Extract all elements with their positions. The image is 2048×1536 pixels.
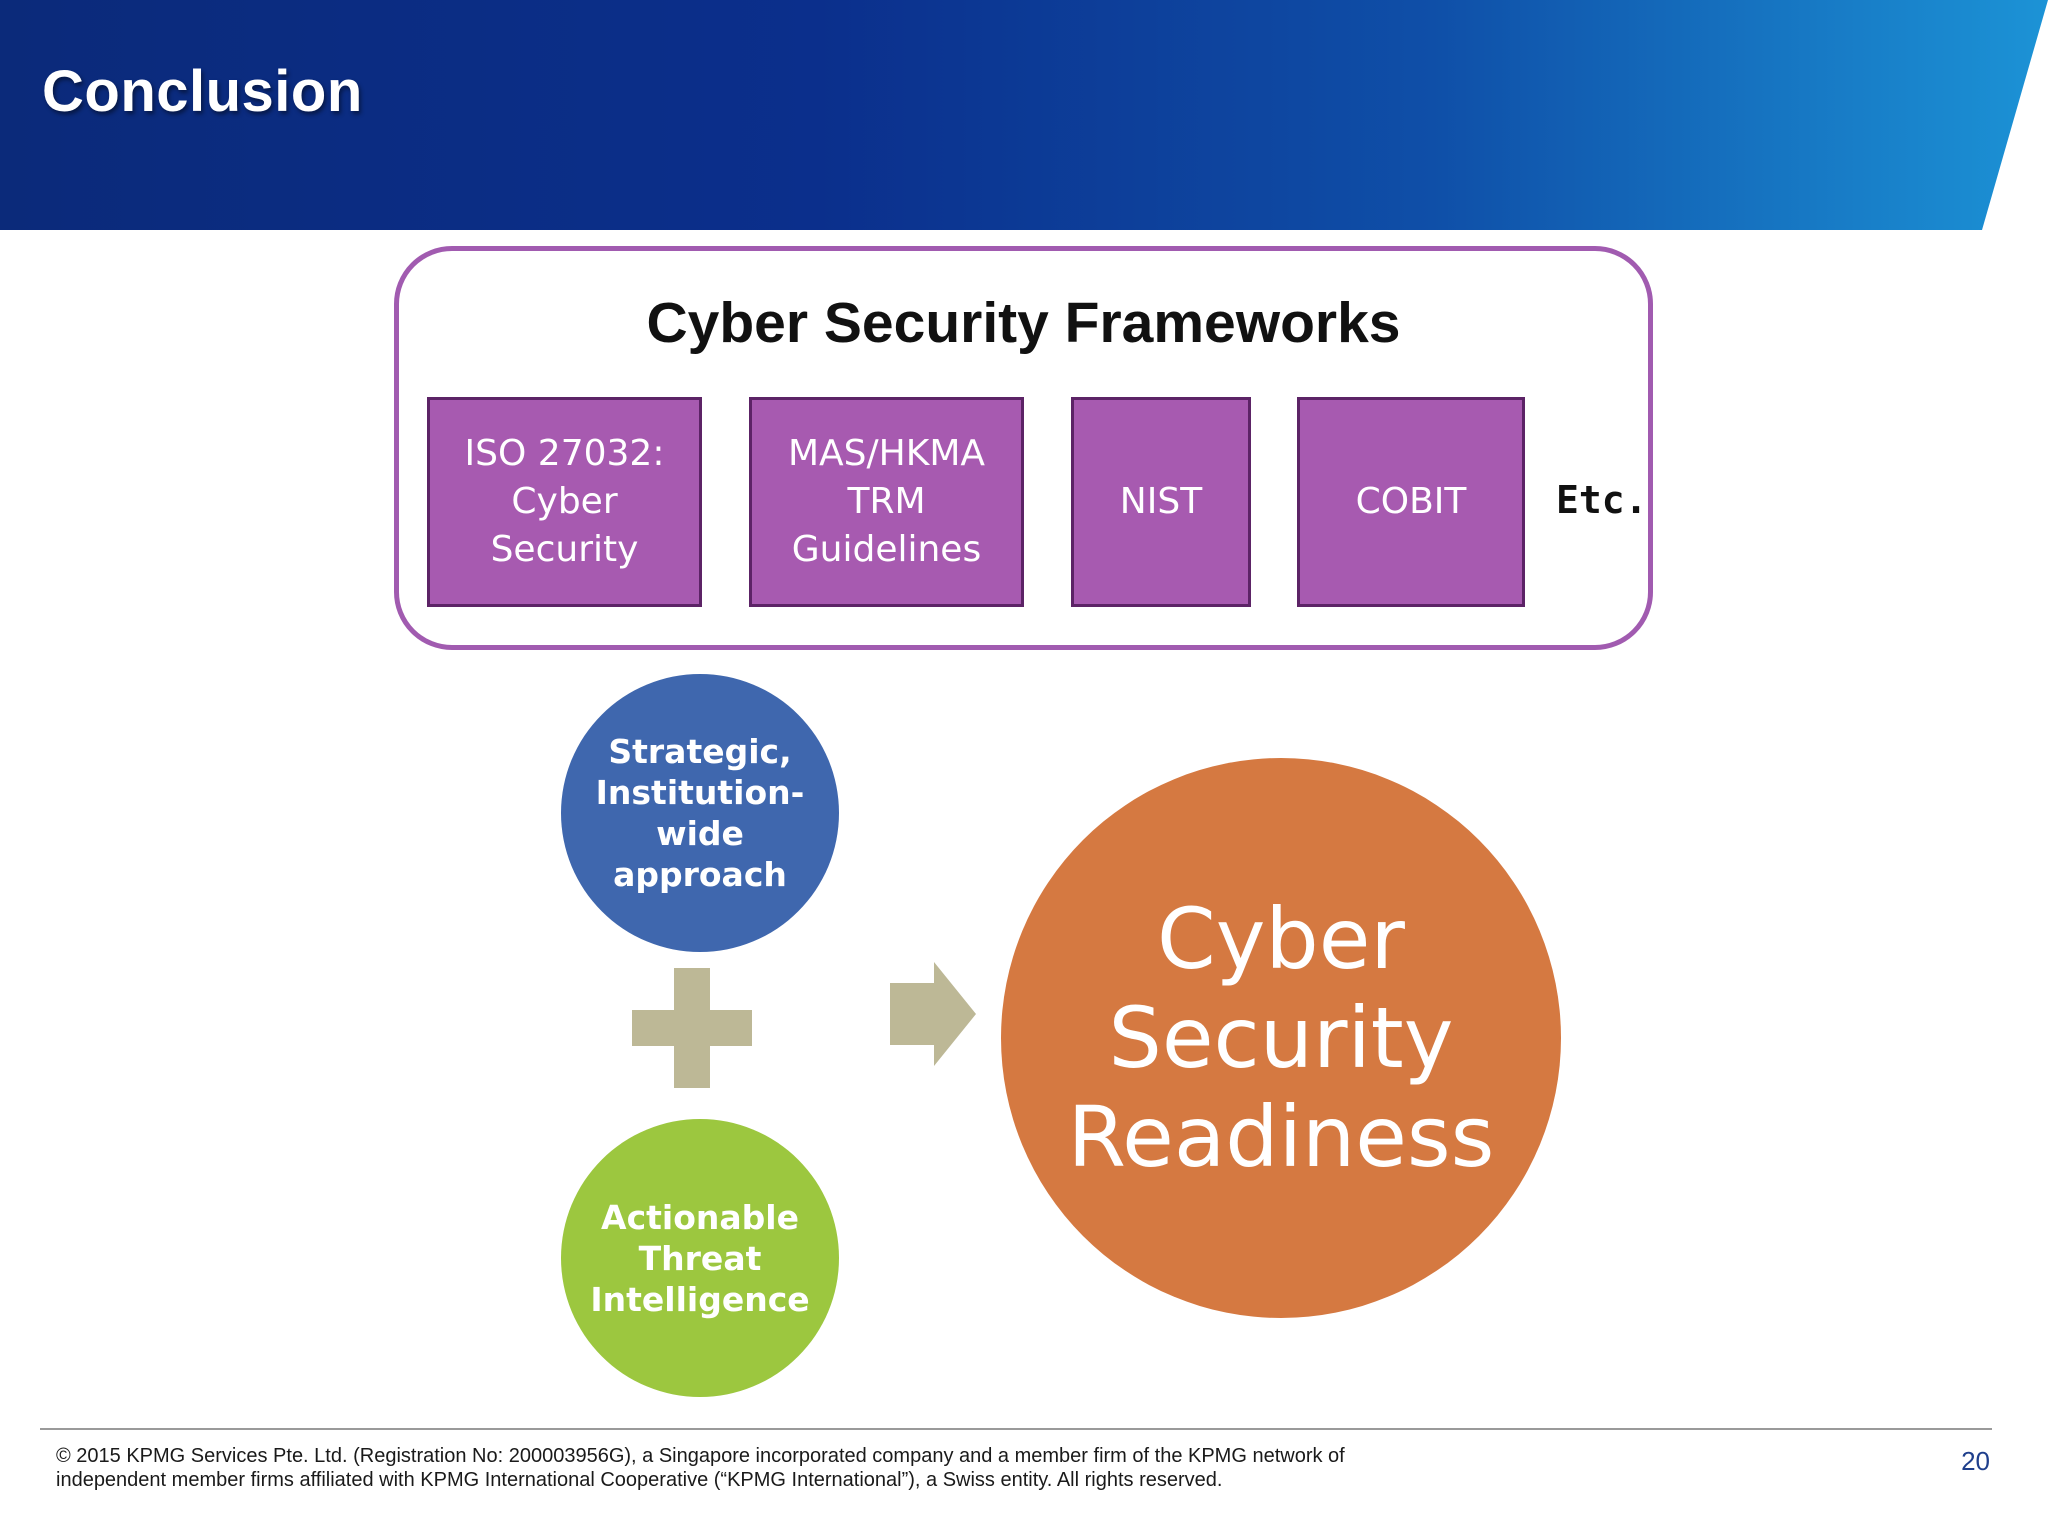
arrow-right-icon xyxy=(890,962,976,1066)
threat-intelligence-label: Actionable Threat Intelligence xyxy=(590,1197,810,1319)
footer-divider xyxy=(40,1428,1992,1430)
footer-copyright: © 2015 KPMG Services Pte. Ltd. (Registra… xyxy=(56,1445,1345,1491)
framework-cobit: COBIT xyxy=(1297,397,1525,607)
plus-icon xyxy=(632,968,752,1088)
strategic-approach-circle: Strategic, Institution-wide approach xyxy=(561,674,839,952)
frameworks-etc: Etc. xyxy=(1556,478,1648,522)
slide-title: Conclusion xyxy=(42,59,363,124)
cyber-security-readiness-circle: Cyber Security Readiness xyxy=(1001,758,1561,1318)
page-number: 20 xyxy=(1961,1446,1990,1476)
frameworks-title: Cyber Security Frameworks xyxy=(646,291,1401,355)
cyber-security-readiness-label: Cyber Security Readiness xyxy=(1067,889,1495,1186)
threat-intelligence-circle: Actionable Threat Intelligence xyxy=(561,1119,839,1397)
strategic-approach-label: Strategic, Institution-wide approach xyxy=(595,732,805,894)
framework-iso-27032: ISO 27032: Cyber Security xyxy=(427,397,702,607)
framework-nist: NIST xyxy=(1071,397,1251,607)
header-band xyxy=(0,0,2048,230)
framework-mas-hkma-trm: MAS/HKMA TRM Guidelines xyxy=(749,397,1024,607)
